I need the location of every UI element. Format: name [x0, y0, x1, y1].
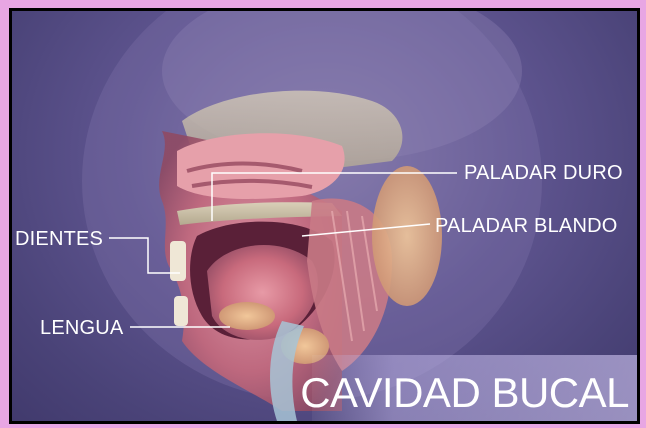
label-paladar-blando: PALADAR BLANDO: [435, 216, 618, 236]
sublingual-gland: [219, 302, 275, 330]
lower-teeth: [174, 296, 188, 326]
image-title: CAVIDAD BUCAL: [300, 372, 629, 414]
parotid-gland: [372, 166, 442, 306]
label-lengua: LENGUA: [40, 318, 123, 338]
upper-teeth: [170, 241, 186, 281]
anatomy-image: PALADAR DURO PALADAR BLANDO DIENTES LENG…: [12, 11, 637, 421]
image-panel: PALADAR DURO PALADAR BLANDO DIENTES LENG…: [9, 8, 640, 424]
label-paladar-duro: PALADAR DURO: [464, 163, 623, 183]
label-dientes: DIENTES: [15, 229, 103, 249]
